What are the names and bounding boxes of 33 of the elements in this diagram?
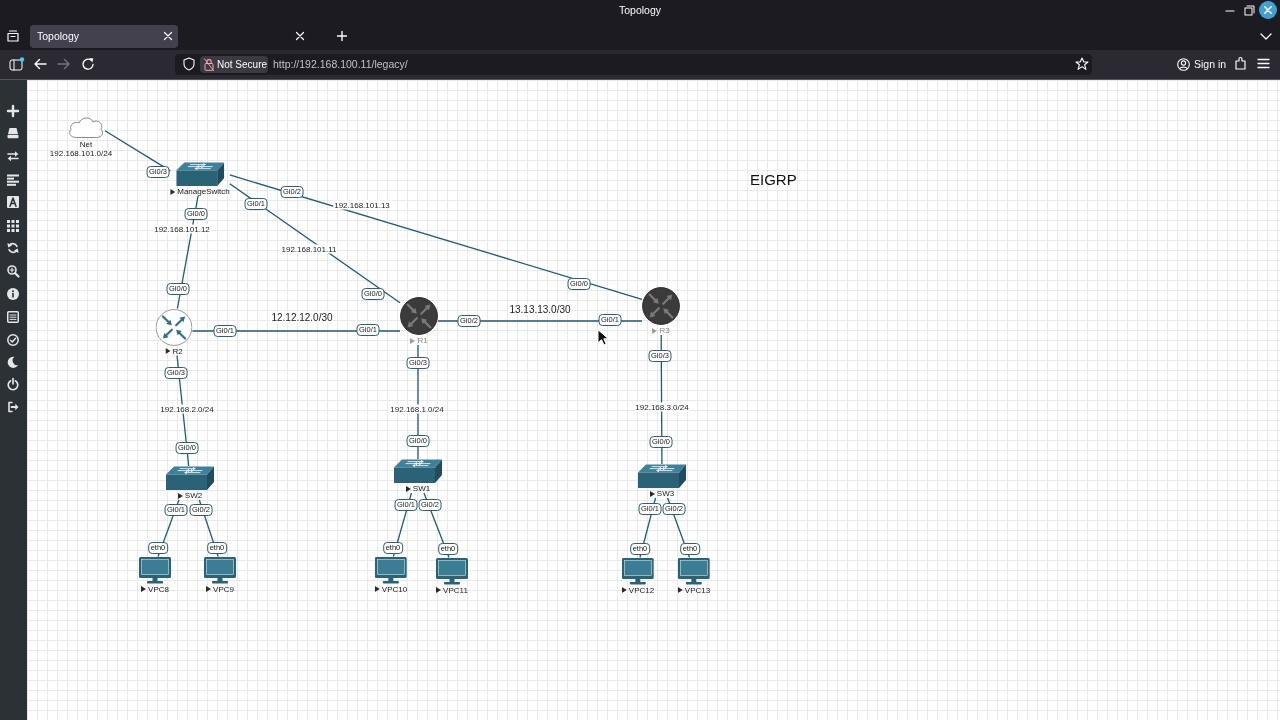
device-label: SW1 (412, 484, 431, 493)
edge-label: 192.168.101.12 (153, 224, 211, 234)
device-label: VPC9 (213, 584, 234, 594)
site-info-button: Not Secure (200, 56, 268, 73)
window-title: Topology (619, 4, 661, 17)
device-label: SW3 (656, 489, 675, 498)
device-label: R3 (659, 326, 670, 335)
device-label: Net (79, 140, 93, 149)
network-link (229, 183, 401, 304)
device-label: VPC13 (684, 585, 711, 595)
device-label: R2 (172, 346, 183, 356)
url-text: http://192.168.100.11/legacy/ (273, 58, 408, 71)
device-label: VPC11 (443, 585, 468, 595)
edge-label: 192.168.2.0/24 (159, 404, 215, 414)
subnet-label: 192.168.101.0/24 (48, 148, 114, 158)
sign-in-button: Sign in (1175, 56, 1229, 73)
network-link (417, 344, 419, 460)
device-label: R1 (417, 336, 428, 345)
device-label: VPC8 (148, 584, 169, 594)
edge-label: 12.12.12.0/30 (270, 311, 334, 323)
edge-label: 192.168.3.0/24 (634, 402, 690, 412)
diagram-title: EIGRP (750, 171, 797, 189)
device-label: ManageSwitch (177, 187, 230, 196)
device-label: VPC12 (628, 585, 655, 595)
edge-label: 192.168.101.13 (333, 200, 391, 210)
edge-label: 192.168.101.11 (280, 244, 338, 254)
edge-label: 192.168.1.0/24 (389, 404, 445, 414)
device-label: VPC10 (381, 584, 408, 594)
browser-tab: Topology (30, 25, 178, 48)
network-link (660, 334, 663, 465)
network-link (229, 174, 643, 300)
device-label: SW2 (184, 491, 203, 500)
edge-label: 13.13.13.0/30 (508, 303, 572, 315)
